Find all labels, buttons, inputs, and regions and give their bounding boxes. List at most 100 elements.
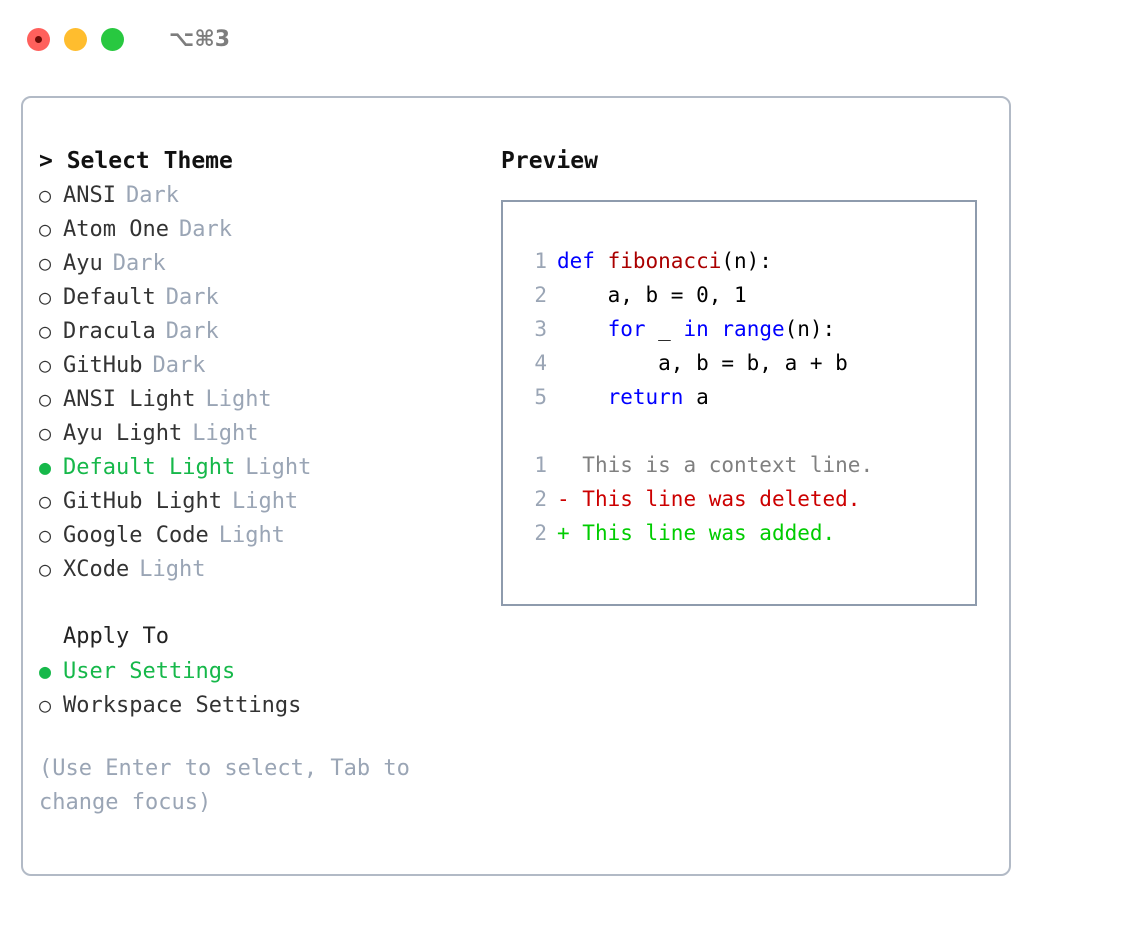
theme-option-label: GitHub — [63, 353, 143, 378]
radio-selected-icon: ● — [39, 455, 52, 479]
code-token — [557, 385, 608, 409]
code-line-number: 5 — [534, 385, 547, 409]
code-token: for — [607, 317, 646, 341]
theme-variant-badge: Light — [231, 489, 299, 514]
theme-option-ayu-light[interactable]: ○ Ayu Light Light — [39, 416, 479, 450]
diff-marker: + — [557, 521, 583, 545]
diff-marker: - — [557, 487, 583, 511]
theme-option-label: ANSI — [63, 183, 116, 208]
code-line-text: def fibonacci(n): — [557, 244, 772, 278]
code-line-text: a, b = 0, 1 — [557, 278, 747, 312]
theme-variant-badge: Dark — [125, 183, 179, 208]
code-token — [557, 317, 608, 341]
close-button[interactable] — [27, 27, 50, 51]
theme-option-default[interactable]: ○ Default Dark — [39, 280, 479, 314]
diff-line-number: 1 — [534, 453, 547, 477]
radio-unselected-icon: ○ — [39, 251, 52, 275]
theme-variant-badge: Dark — [178, 217, 232, 242]
theme-variant-badge: Light — [205, 387, 272, 412]
theme-option-label: Dracula — [63, 319, 156, 344]
radio-unselected-icon: ○ — [39, 319, 52, 343]
theme-option-github-light[interactable]: ○ GitHub Light Light — [39, 484, 479, 518]
radio-unselected-icon: ○ — [39, 557, 52, 581]
radio-unselected-icon: ○ — [39, 285, 52, 309]
theme-option-label: Google Code — [63, 523, 209, 548]
preview-title: Preview — [501, 148, 598, 174]
radio-unselected-icon: ○ — [39, 693, 52, 717]
radio-selected-icon: ● — [39, 659, 52, 683]
apply-to-indent — [39, 620, 63, 654]
theme-option-label: ANSI Light — [63, 387, 196, 412]
code-token: range — [721, 317, 785, 341]
keyboard-shortcut-label: ⌥⌘3 — [169, 26, 231, 52]
minimize-button[interactable] — [64, 27, 87, 51]
code-line: 2 a, b = 0, 1 — [517, 278, 975, 312]
diff-line-text: This line was added. — [582, 521, 836, 545]
theme-variant-badge: Light — [139, 557, 206, 582]
code-token: def — [557, 249, 608, 273]
keyboard-hint: (Use Enter to select, Tab to change focu… — [39, 756, 424, 815]
code-line-number: 3 — [534, 317, 547, 341]
code-token: (n): — [784, 317, 836, 341]
theme-option-label: Ayu — [63, 251, 103, 276]
apply-to-label: Apply To — [63, 624, 169, 649]
code-line: 4 a, b = b, a + b — [517, 346, 975, 380]
theme-variant-badge: Light — [192, 421, 259, 446]
theme-variant-badge: Light — [218, 523, 285, 548]
apply-to-list[interactable]: ● User Settings ○ Workspace Settings — [39, 654, 479, 722]
radio-unselected-icon: ○ — [39, 217, 52, 241]
window-controls — [27, 27, 124, 51]
code-line-number: 4 — [534, 351, 547, 375]
diff-line-number: 2 — [534, 487, 547, 511]
theme-variant-badge: Light — [245, 455, 312, 480]
theme-variant-badge: Dark — [165, 319, 219, 344]
code-line-text: return a — [557, 380, 709, 414]
radio-unselected-icon: ○ — [39, 489, 52, 513]
theme-option-label: Atom One — [63, 217, 169, 242]
code-token — [709, 317, 722, 341]
code-line: 3 for _ in range(n): — [517, 312, 975, 346]
maximize-button[interactable] — [101, 27, 124, 51]
theme-option-xcode[interactable]: ○ XCode Light — [39, 552, 479, 586]
page-title: > Select Theme — [39, 148, 233, 174]
diff-line: 1 This is a context line. — [517, 448, 975, 482]
theme-option-dracula[interactable]: ○ Dracula Dark — [39, 314, 479, 348]
theme-option-atom-one[interactable]: ○ Atom One Dark — [39, 212, 479, 246]
apply-to-option-label: User Settings — [63, 659, 236, 684]
apply-to-option-workspace-settings[interactable]: ○ Workspace Settings — [39, 688, 479, 722]
code-token: a, b = b, a + b — [557, 351, 848, 375]
theme-option-label: XCode — [63, 557, 130, 582]
theme-variant-badge: Dark — [165, 285, 219, 310]
code-line-text: a, b = b, a + b — [557, 346, 848, 380]
code-diff-gap — [517, 414, 975, 448]
code-line-number: 2 — [534, 283, 547, 307]
theme-option-label: Default — [63, 285, 156, 310]
list-spacer — [39, 586, 479, 620]
code-token: _ — [645, 317, 684, 341]
radio-unselected-icon: ○ — [39, 353, 52, 377]
apply-to-heading: Apply To — [39, 620, 479, 654]
radio-unselected-icon: ○ — [39, 421, 52, 445]
code-line-text: for _ in range(n): — [557, 312, 836, 346]
code-line: 5 return a — [517, 380, 975, 414]
diff-line: 2+ This line was added. — [517, 516, 975, 550]
theme-option-label: Ayu Light — [63, 421, 183, 446]
apply-to-option-user-settings[interactable]: ● User Settings — [39, 654, 479, 688]
theme-option-label: GitHub Light — [63, 489, 222, 514]
code-token: fibonacci — [607, 249, 722, 273]
apply-to-option-label: Workspace Settings — [63, 693, 302, 718]
